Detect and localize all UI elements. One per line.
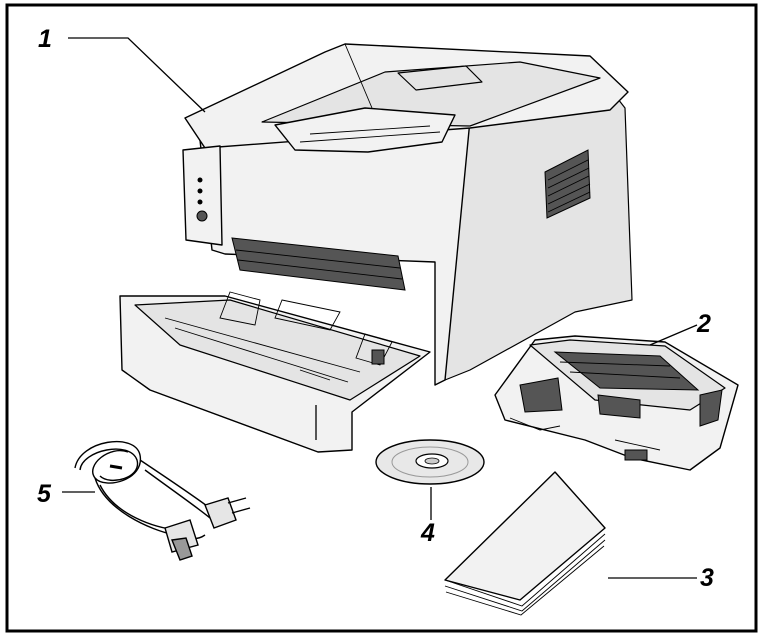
leader-line-1 [68, 37, 206, 113]
callout-2: 2 [696, 310, 711, 338]
callout-leaders [62, 37, 698, 579]
cd-rom-illustration [375, 439, 485, 485]
printer-illustration [119, 43, 633, 453]
drum-unit-illustration [494, 335, 739, 471]
callout-1: 1 [38, 25, 52, 53]
power-cord-illustration [74, 440, 251, 561]
leader-line-2 [649, 324, 698, 346]
callout-3: 3 [700, 564, 714, 592]
callout-4: 4 [420, 519, 435, 547]
documents-illustration [444, 471, 606, 616]
callout-5: 5 [37, 480, 52, 508]
